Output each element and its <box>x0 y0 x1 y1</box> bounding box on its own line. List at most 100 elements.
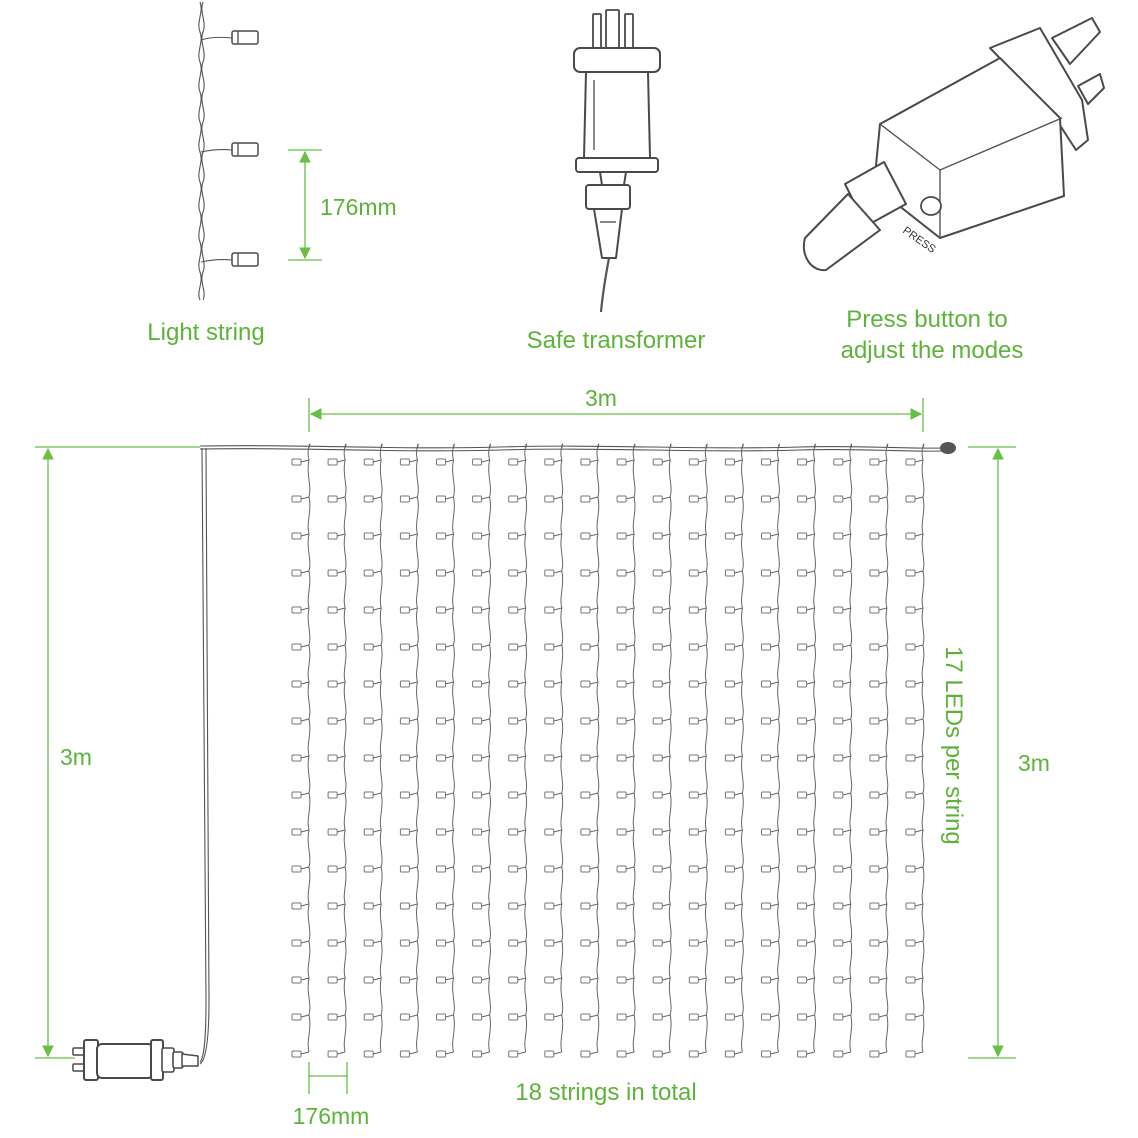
led <box>363 791 382 799</box>
led <box>724 569 743 577</box>
led <box>472 569 490 577</box>
bottom-controller-icon <box>72 1039 199 1081</box>
string-wire <box>632 443 636 1053</box>
led <box>508 569 526 577</box>
led <box>761 717 779 725</box>
led <box>724 754 743 762</box>
led <box>327 643 346 651</box>
led <box>797 606 815 614</box>
lead-cable-dimension <box>35 446 200 1059</box>
string-wire <box>596 443 600 1053</box>
led <box>436 791 454 799</box>
led <box>399 791 418 799</box>
led <box>616 606 635 614</box>
led <box>580 643 599 651</box>
led <box>327 1013 346 1021</box>
led <box>688 643 707 651</box>
led <box>327 680 346 688</box>
led <box>544 865 562 873</box>
led <box>616 902 635 910</box>
string-wire <box>379 443 383 1053</box>
led <box>291 458 310 466</box>
string-wire <box>452 443 455 1053</box>
led <box>291 1013 310 1021</box>
light-string <box>652 443 672 1058</box>
string-wire <box>777 443 780 1053</box>
controller-label-line1: Press button to <box>846 306 1007 333</box>
light-string <box>291 443 311 1058</box>
led <box>291 828 310 836</box>
led <box>905 643 924 651</box>
led <box>833 791 851 799</box>
led <box>869 791 888 799</box>
led <box>761 680 779 688</box>
led <box>291 754 310 762</box>
light-string-icon <box>198 1 259 301</box>
led <box>472 828 490 836</box>
led <box>472 606 490 614</box>
led <box>544 939 562 947</box>
led <box>580 865 599 873</box>
led <box>399 606 418 614</box>
led <box>291 643 310 651</box>
led <box>905 754 924 762</box>
led <box>688 569 707 577</box>
led <box>327 606 346 614</box>
led <box>905 1050 924 1058</box>
led <box>761 865 779 873</box>
led <box>869 495 888 503</box>
led <box>544 791 562 799</box>
led <box>833 865 851 873</box>
led <box>797 754 815 762</box>
led <box>616 828 635 836</box>
led <box>797 569 815 577</box>
led <box>436 754 454 762</box>
led <box>363 828 382 836</box>
light-string <box>869 443 889 1058</box>
led <box>544 717 562 725</box>
led <box>724 791 743 799</box>
led <box>652 1050 671 1058</box>
led <box>724 865 743 873</box>
led <box>688 717 707 725</box>
led <box>724 1050 743 1058</box>
led <box>508 717 526 725</box>
led <box>399 643 418 651</box>
led <box>761 532 779 540</box>
led <box>869 939 888 947</box>
led <box>544 643 562 651</box>
led <box>327 754 346 762</box>
led <box>905 865 924 873</box>
led <box>688 865 707 873</box>
led <box>472 976 490 984</box>
led <box>905 569 924 577</box>
led <box>544 606 562 614</box>
led <box>327 569 346 577</box>
led <box>761 495 779 503</box>
led <box>327 865 346 873</box>
led <box>472 902 490 910</box>
led <box>327 939 346 947</box>
light-string <box>544 443 564 1058</box>
led <box>508 532 526 540</box>
led <box>905 717 924 725</box>
led <box>472 717 490 725</box>
led <box>399 458 418 466</box>
led <box>327 976 346 984</box>
led <box>724 1013 743 1021</box>
led <box>327 458 346 466</box>
led <box>508 976 526 984</box>
led <box>436 717 454 725</box>
led <box>797 643 815 651</box>
led <box>652 458 671 466</box>
led <box>544 828 562 836</box>
led <box>472 532 490 540</box>
led <box>327 791 346 799</box>
top-wire <box>199 445 943 452</box>
led <box>544 680 562 688</box>
leds-per-string-label: 17 LEDs per string <box>940 646 967 845</box>
led <box>761 976 779 984</box>
led <box>869 754 888 762</box>
led <box>905 939 924 947</box>
led <box>363 606 382 614</box>
